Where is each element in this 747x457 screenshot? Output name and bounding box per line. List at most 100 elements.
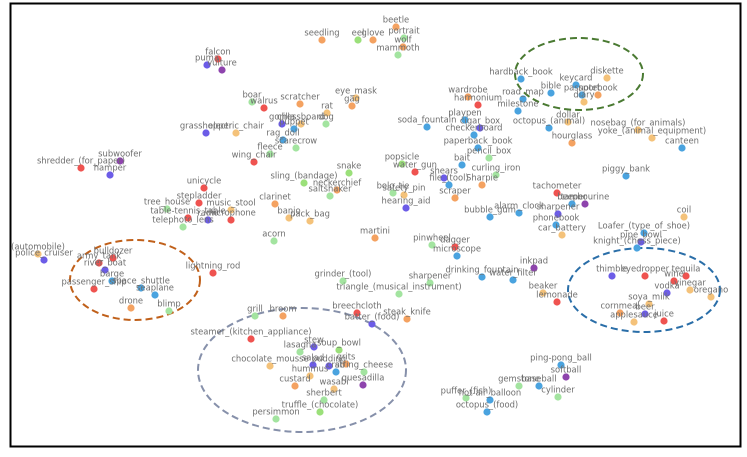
point-label: steak_knife xyxy=(383,307,431,317)
point-label: hummus xyxy=(292,364,329,374)
point-label: cigar_box xyxy=(460,116,500,126)
point-label: car_battery xyxy=(538,223,586,233)
point-label: bubble_gum xyxy=(464,205,516,215)
point-label: martini xyxy=(360,226,390,236)
data-point xyxy=(202,129,210,137)
data-point xyxy=(411,168,419,176)
data-point xyxy=(622,172,630,180)
point-label: grinder_(tool) xyxy=(315,269,372,279)
data-point xyxy=(426,279,434,287)
data-point xyxy=(333,186,341,194)
point-label: alarm_clock xyxy=(494,201,544,211)
data-point xyxy=(116,157,124,165)
data-point xyxy=(354,36,362,44)
data-point xyxy=(332,368,340,376)
data-point xyxy=(707,293,715,301)
data-point xyxy=(640,229,648,237)
point-label: knight_(chess_piece) xyxy=(593,236,681,246)
point-label: persimmon xyxy=(252,407,299,417)
data-point xyxy=(318,36,326,44)
point-label: police_cruiser xyxy=(15,248,73,258)
point-label: custard xyxy=(279,374,310,384)
point-label: scratcher xyxy=(280,92,320,102)
data-point xyxy=(634,126,642,134)
point-label: glove xyxy=(362,28,385,38)
cluster-ellipse-slate xyxy=(197,307,407,433)
data-point xyxy=(290,125,298,133)
data-point xyxy=(352,94,360,102)
data-point xyxy=(108,277,116,285)
data-point xyxy=(323,109,331,117)
point-label: portrait xyxy=(388,26,420,36)
point-label: broom xyxy=(270,304,297,314)
data-point xyxy=(291,382,299,390)
point-label: hot-air_balloon xyxy=(459,388,522,398)
data-point xyxy=(285,214,293,222)
data-point xyxy=(478,273,486,281)
point-label: stew xyxy=(304,335,324,345)
data-point xyxy=(514,107,522,115)
point-label: octopus_(food) xyxy=(456,400,518,410)
point-label: shears xyxy=(430,166,458,176)
point-label: diary xyxy=(573,90,594,100)
data-point xyxy=(232,129,240,137)
point-label: seaplane xyxy=(136,283,174,293)
point-label: pipe_bowl xyxy=(620,230,662,240)
data-point xyxy=(360,368,368,376)
point-label: crab xyxy=(327,360,346,370)
point-label: string_cheese xyxy=(335,360,393,370)
data-point xyxy=(470,131,478,139)
data-point xyxy=(486,213,494,221)
point-label: phonebook xyxy=(533,213,580,223)
data-point xyxy=(578,91,586,99)
data-point xyxy=(486,396,494,404)
point-label: water_filter xyxy=(489,268,537,278)
point-label: table-tennis_table xyxy=(150,206,225,216)
data-point xyxy=(279,136,287,144)
point-label: beeper xyxy=(557,192,587,202)
data-point xyxy=(251,312,259,320)
point-label: coil xyxy=(677,205,691,215)
data-point xyxy=(451,243,459,251)
point-label: eel xyxy=(352,28,365,38)
point-label: cornmeal xyxy=(600,301,639,311)
data-point xyxy=(325,362,333,370)
point-label: breechcloth xyxy=(332,301,381,311)
point-label: sherbert xyxy=(306,388,342,398)
point-label: scraper xyxy=(439,186,471,196)
data-point xyxy=(535,382,543,390)
point-label: hamper xyxy=(94,163,127,173)
point-label: pencil_box xyxy=(467,146,511,156)
point-label: dog xyxy=(318,112,334,122)
point-label: paperback_book xyxy=(444,136,513,146)
point-label: gemstone xyxy=(498,374,540,384)
data-point xyxy=(40,256,48,264)
point-label: barge xyxy=(100,269,124,279)
point-label: vodka xyxy=(654,281,679,291)
point-label: eye_mask xyxy=(335,86,377,96)
point-label: vulture xyxy=(207,58,237,68)
data-point xyxy=(296,100,304,108)
data-point xyxy=(428,241,436,249)
point-label: soya_milk xyxy=(628,292,670,302)
point-label: piggy_bank xyxy=(602,164,650,174)
point-label: drinking_fountain xyxy=(445,265,518,275)
point-label: tequila xyxy=(672,264,701,274)
point-label: pinwheel xyxy=(413,233,451,243)
point-label: pack_bag xyxy=(290,209,330,219)
data-point xyxy=(580,98,588,106)
data-point xyxy=(515,382,523,390)
point-label: boar xyxy=(242,90,262,100)
data-point xyxy=(330,385,338,393)
data-point xyxy=(296,348,304,356)
point-label: lasagna xyxy=(284,340,317,350)
point-label: sling_(bandage) xyxy=(270,171,337,181)
point-label: grasshopper xyxy=(180,121,233,131)
point-label: unicycle xyxy=(187,176,222,186)
point-label: quesadilla xyxy=(342,373,385,383)
data-point xyxy=(530,264,538,272)
data-point xyxy=(558,231,566,239)
data-point xyxy=(127,304,135,312)
data-point xyxy=(266,150,274,158)
point-label: soda_fountain xyxy=(398,115,457,125)
